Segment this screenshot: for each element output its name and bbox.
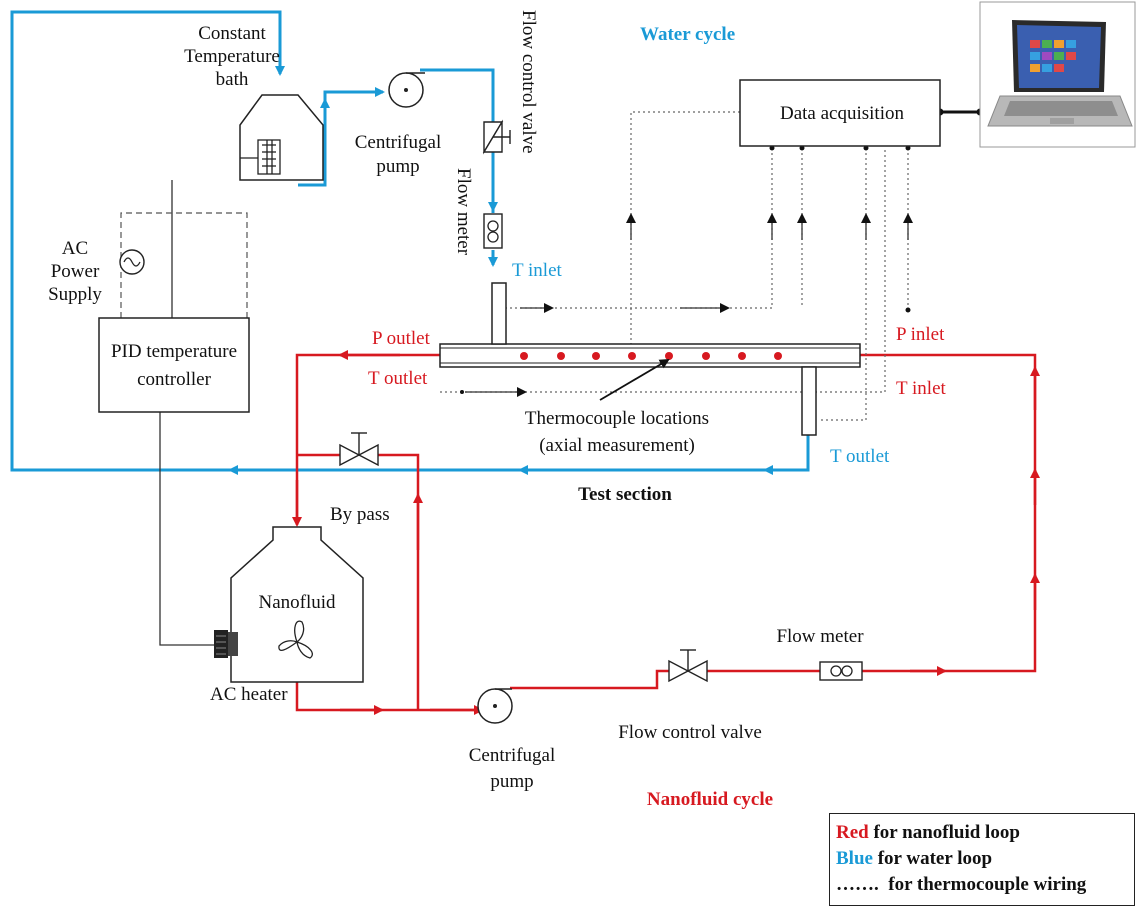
thermocouple-label-2: (axial measurement): [539, 435, 695, 456]
legend: Red for nanofluid loop Blue for water lo…: [829, 813, 1135, 906]
wire-4: [820, 148, 866, 420]
thermocouple-label-1: Thermocouple locations: [525, 408, 709, 429]
legend-blue-text: for water loop: [873, 848, 992, 869]
bypass-valve-icon: [340, 433, 378, 465]
legend-red-text: for nanofluid loop: [869, 822, 1020, 843]
legend-row-blue: Blue for water loop: [836, 846, 1134, 872]
constant-temp-label-2: Temperature: [184, 46, 280, 67]
top-pump-label-1: Centrifugal: [355, 132, 442, 153]
nanofluid-tank-label: Nanofluid: [258, 592, 336, 613]
t-outlet-tap: [460, 390, 464, 394]
data-acquisition-label: Data acquisition: [780, 103, 904, 124]
top-pump-label-2: pump: [376, 156, 419, 177]
ac-label-1: AC: [62, 238, 88, 259]
legend-dots-word: …….: [836, 874, 879, 895]
pid-label-2: controller: [137, 369, 212, 390]
legend-row-red: Red for nanofluid loop: [836, 820, 1134, 846]
heater-icon: [214, 630, 238, 658]
flow-meter-icon: [484, 214, 502, 248]
bypass-right-pipe: [378, 455, 418, 710]
t-outlet-blue-label: T outlet: [830, 446, 890, 467]
t-inlet-blue-label: T inlet: [512, 260, 563, 281]
bottom-valve-label: Flow control valve: [618, 722, 762, 743]
constant-temp-label-3: bath: [216, 69, 249, 90]
pump-to-valve-pipe: [510, 671, 669, 688]
flowmeter-to-inlet-pipe: [860, 355, 1035, 671]
ac-heater-label: AC heater: [210, 684, 288, 705]
nanofluid-cycle-label: Nanofluid cycle: [647, 789, 773, 810]
pid-label-1: PID temperature: [111, 341, 237, 362]
flow-meter-icon: [820, 662, 862, 680]
legend-blue-word: Blue: [836, 848, 873, 869]
laptop-icon: [980, 2, 1135, 147]
valve-icon: [484, 122, 510, 152]
water-cycle-label: Water cycle: [640, 24, 735, 45]
ac-label-2: Power: [51, 261, 100, 282]
constant-temp-label-1: Constant: [198, 23, 266, 44]
thermocouple-wiring: [440, 112, 911, 420]
ac-source-icon: [120, 250, 144, 274]
legend-row-dots: ……. for thermocouple wiring: [836, 872, 1134, 898]
p-inlet-tap: [906, 308, 911, 313]
flow-control-valve-vertical-label: Flow control valve: [518, 10, 539, 154]
t-outlet-red-label: T outlet: [368, 368, 428, 389]
pump-icon: [478, 689, 512, 723]
bottom-flow-meter-label: Flow meter: [776, 626, 864, 647]
pid-controller-box: [99, 318, 249, 412]
legend-red-word: Red: [836, 822, 869, 843]
bottom-pump-label-2: pump: [490, 771, 533, 792]
legend-dots-text: for thermocouple wiring: [879, 874, 1087, 895]
by-pass-label: By pass: [330, 504, 390, 525]
wire-1: [631, 112, 740, 355]
p-outlet-label: P outlet: [372, 328, 431, 349]
pid-to-heater-wire: [160, 412, 228, 645]
ac-label-3: Supply: [48, 284, 102, 305]
bottom-pump-label-1: Centrifugal: [469, 745, 556, 766]
flow-meter-vertical-label: Flow meter: [453, 168, 474, 256]
test-section-label: Test section: [578, 484, 672, 505]
p-inlet-label: P inlet: [896, 324, 945, 345]
wire-2: [505, 148, 772, 308]
constant-temperature-bath: [240, 95, 323, 180]
pump-icon: [389, 73, 425, 107]
valve-icon: [669, 650, 707, 681]
tank-to-pump-pipe: [297, 682, 480, 710]
t-inlet-red-label: T inlet: [896, 378, 947, 399]
